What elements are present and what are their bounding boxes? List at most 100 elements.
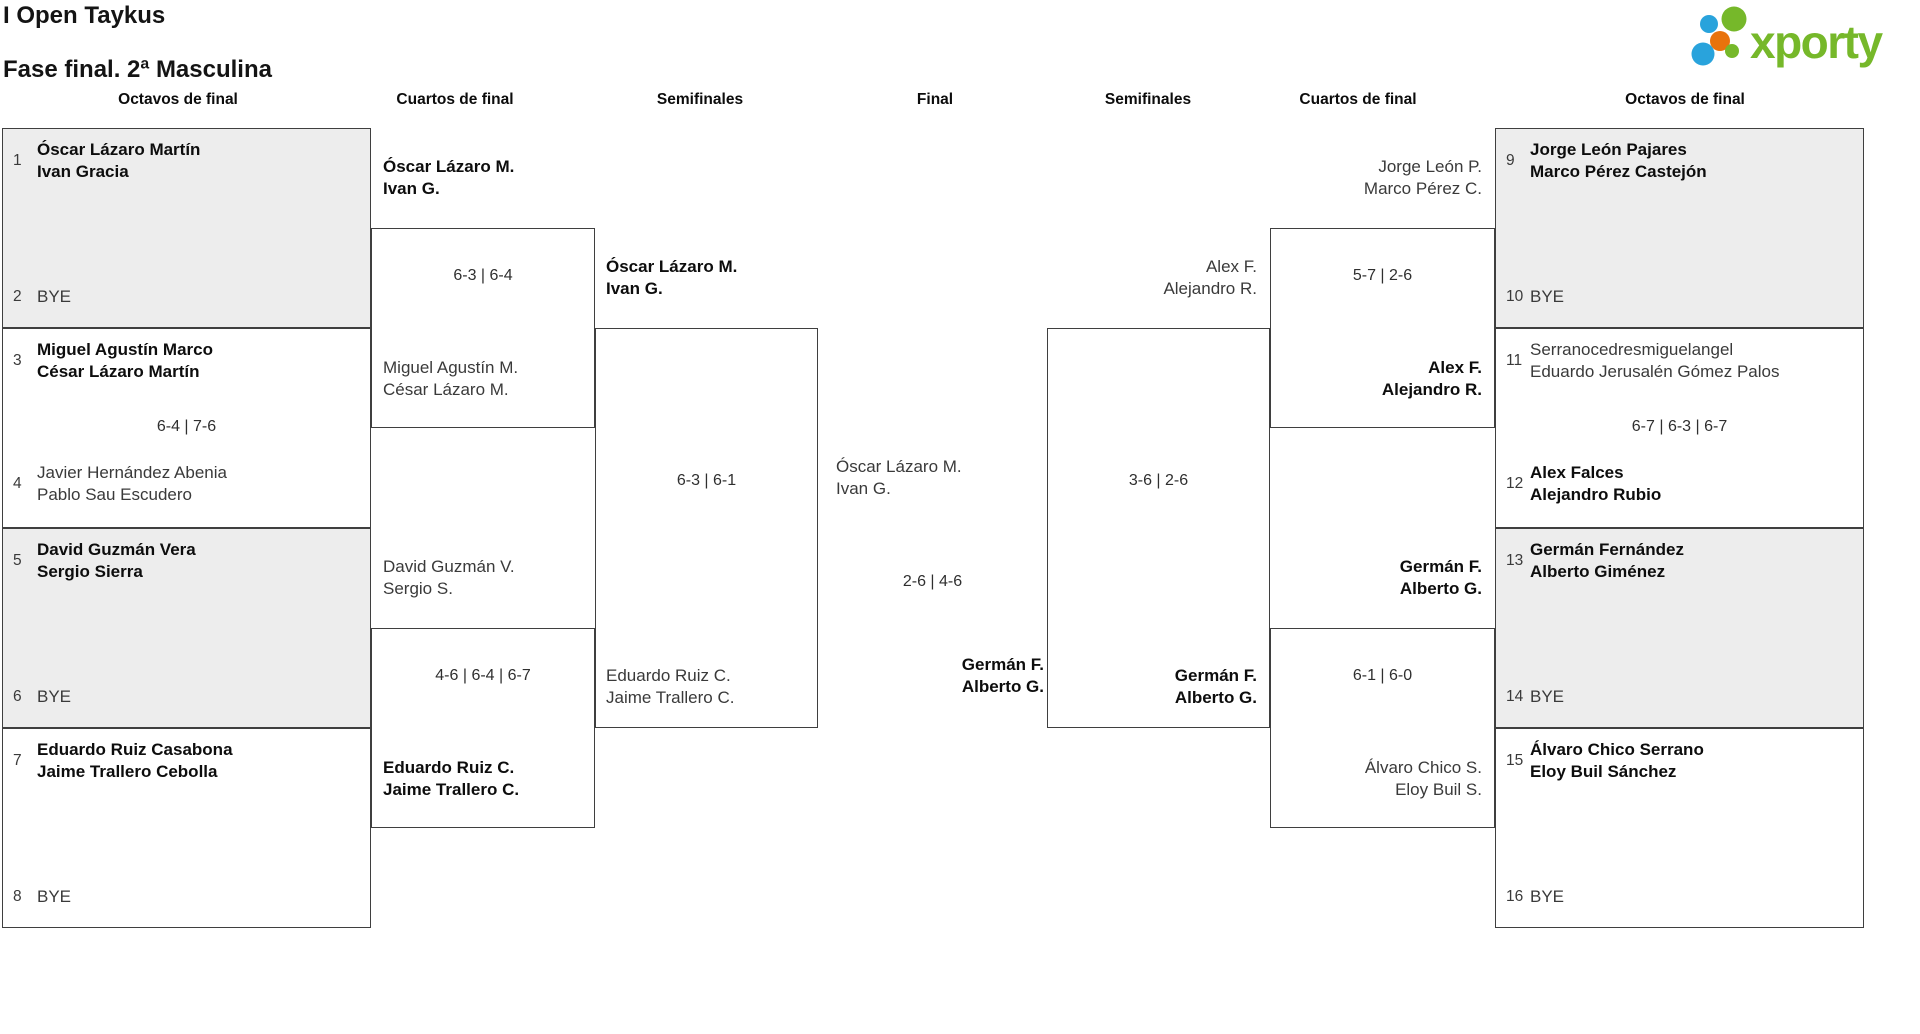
- seed-number: 1: [13, 152, 22, 169]
- player-name: Eduardo Jerusalén Gómez Palos: [1530, 361, 1780, 381]
- cuartos-box-left-2: David Guzmán V. Sergio S. 4-6 | 6-4 | 6-…: [371, 557, 595, 828]
- team-names: BYE: [1530, 886, 1564, 908]
- advancing-team-label: Eduardo Ruiz C. Jaime Trallero C.: [383, 757, 519, 800]
- logo-dot-blue-big: [1691, 42, 1715, 66]
- player-name: Ivan Gracia: [37, 161, 129, 181]
- seed-number: 8: [13, 888, 22, 905]
- team-names: BYE: [37, 686, 71, 708]
- team-names: BYE: [37, 886, 71, 908]
- player-name: Germán F.: [1174, 666, 1257, 685]
- player-name: BYE: [37, 887, 72, 906]
- player-name: Marco Pérez C.: [1363, 178, 1482, 198]
- phase-name: Fase final. 2ª Masculina: [3, 56, 272, 83]
- player-name: Óscar Lázaro M.: [606, 257, 738, 276]
- seed-number: 13: [1506, 552, 1524, 569]
- advancing-team-label: Alex F. Alejandro R.: [1163, 256, 1257, 299]
- match-score: 6-1 | 6-0: [1352, 667, 1413, 684]
- player-name: David Guzmán Vera: [37, 540, 196, 559]
- octavos-box-seeds-15-16: 15 Álvaro Chico Serrano Eloy Buil Sánche…: [1495, 728, 1864, 928]
- player-name: BYE: [37, 287, 72, 306]
- octavos-box-seeds-9-10: 9 Jorge León Pajares Marco Pérez Castejó…: [1495, 128, 1864, 328]
- team-names: Javier Hernández Abenia Pablo Sau Escude…: [37, 462, 227, 505]
- logo-dot-blue-small: [1700, 15, 1718, 33]
- cuartos-box-right-1: Jorge León P. Marco Pérez C. 5-7 | 2-6 A…: [1270, 157, 1495, 428]
- team-names: BYE: [1530, 286, 1564, 308]
- team-slot: 7 Eduardo Ruiz Casabona Jaime Trallero C…: [13, 739, 233, 782]
- advancing-team-label: Miguel Agustín M. César Lázaro M.: [383, 357, 518, 400]
- seed-number: 15: [1506, 752, 1524, 769]
- advancing-team-label: Germán F. Alberto G.: [1400, 556, 1482, 599]
- match-score: 3-6 | 2-6: [1128, 472, 1189, 489]
- round-header-cuartos-left: Cuartos de final: [396, 91, 514, 108]
- player-name: Pablo Sau Escudero: [37, 484, 192, 504]
- player-name: Alberto G.: [1399, 578, 1482, 598]
- advancing-team-label: Álvaro Chico S. Eloy Buil S.: [1365, 757, 1482, 800]
- team-names: Miguel Agustín Marco César Lázaro Martín: [37, 339, 213, 382]
- match-score: 4-6 | 6-4 | 6-7: [435, 667, 531, 684]
- player-name: Jaime Trallero C.: [383, 779, 520, 799]
- player-name: Serranocedresmiguelangel: [1530, 340, 1734, 359]
- match-score: 6-4 | 7-6: [156, 418, 217, 435]
- player-name: Sergio S.: [383, 578, 453, 598]
- player-name: Alejandro Rubio: [1530, 484, 1662, 504]
- team-slot: 10 BYE: [1506, 286, 1564, 308]
- team-slot: 8 BYE: [13, 886, 71, 908]
- seed-number: 10: [1506, 288, 1524, 305]
- seed-number: 11: [1506, 352, 1523, 369]
- team-slot: 5 David Guzmán Vera Sergio Sierra: [13, 539, 196, 582]
- octavos-box-seeds-13-14: 13 Germán Fernández Alberto Giménez 14 B…: [1495, 528, 1864, 728]
- advancing-team-label: Óscar Lázaro M. Ivan G.: [606, 256, 737, 299]
- tournament-name: I Open Taykus: [3, 2, 166, 29]
- seed-number: 4: [13, 475, 22, 492]
- team-names: Álvaro Chico Serrano Eloy Buil Sánchez: [1530, 739, 1704, 782]
- player-name: Jaime Trallero C.: [606, 687, 735, 707]
- seed-number: 6: [13, 688, 22, 705]
- player-name: Germán Fernández: [1530, 540, 1684, 559]
- team-slot: 1 Óscar Lázaro Martín Ivan Gracia: [13, 139, 200, 182]
- player-name: César Lázaro M.: [383, 379, 509, 399]
- player-name: Alex F.: [1205, 257, 1257, 276]
- player-name: Óscar Lázaro Martín: [37, 140, 201, 159]
- team-slot: 15 Álvaro Chico Serrano Eloy Buil Sánche…: [1506, 739, 1704, 782]
- xporty-logo[interactable]: xporty: [1688, 2, 1920, 74]
- semifinal-box-right: Alex F. Alejandro R. 3-6 | 2-6 Germán F.…: [1047, 257, 1270, 728]
- team-slot: 16 BYE: [1506, 886, 1564, 908]
- team-slot: 2 BYE: [13, 286, 71, 308]
- team-names: Eduardo Ruiz Casabona Jaime Trallero Ceb…: [37, 739, 233, 782]
- octavos-box-seeds-5-6: 5 David Guzmán Vera Sergio Sierra 6 BYE: [2, 528, 371, 728]
- player-name: Eduardo Ruiz Casabona: [37, 740, 233, 759]
- player-name: Jorge León Pajares: [1530, 140, 1687, 159]
- octavos-box-seeds-7-8: 7 Eduardo Ruiz Casabona Jaime Trallero C…: [2, 728, 371, 928]
- player-name: BYE: [1530, 887, 1565, 906]
- team-names: Óscar Lázaro Martín Ivan Gracia: [37, 139, 200, 182]
- player-name: Jaime Trallero Cebolla: [37, 761, 218, 781]
- cuartos-box-left-1: Óscar Lázaro M. Ivan G. 6-3 | 6-4 Miguel…: [371, 157, 595, 428]
- seed-number: 7: [13, 752, 22, 769]
- cuartos-box-right-2: Germán F. Alberto G. 6-1 | 6-0 Álvaro Ch…: [1270, 557, 1495, 828]
- advancing-team-label: Jorge León P. Marco Pérez C.: [1364, 156, 1482, 199]
- player-name: Alejandro R.: [1381, 379, 1482, 399]
- seed-number: 12: [1506, 475, 1524, 492]
- team-names: Germán Fernández Alberto Giménez: [1530, 539, 1684, 582]
- octavos-box-seeds-1-2: 1 Óscar Lázaro Martín Ivan Gracia 2 BYE: [2, 128, 371, 328]
- semifinal-box-left: Óscar Lázaro M. Ivan G. 6-3 | 6-1 Eduard…: [595, 257, 818, 728]
- player-name: Sergio Sierra: [37, 561, 143, 581]
- round-header-semis-left: Semifinales: [656, 91, 744, 108]
- player-name: Álvaro Chico S.: [1364, 758, 1482, 777]
- player-name: David Guzmán V.: [383, 557, 515, 576]
- team-names: Jorge León Pajares Marco Pérez Castejón: [1530, 139, 1707, 182]
- seed-number: 5: [13, 552, 22, 569]
- match-score: 6-3 | 6-4: [453, 267, 513, 284]
- match-score: 6-7 | 6-3 | 6-7: [1631, 418, 1728, 435]
- final-score: 2-6 | 4-6: [902, 573, 963, 590]
- player-name: BYE: [1530, 687, 1565, 706]
- team-names: Serranocedresmiguelangel Eduardo Jerusal…: [1530, 339, 1779, 382]
- advancing-team-label: Germán F. Alberto G.: [1175, 665, 1257, 708]
- match-score: 5-7 | 2-6: [1352, 267, 1413, 284]
- player-name: Eduardo Ruiz C.: [606, 666, 731, 685]
- team-names: BYE: [1530, 686, 1564, 708]
- team-slot: 11 Serranocedresmiguelangel Eduardo Jeru…: [1506, 339, 1779, 382]
- finalist-team-right: Germán F. Alberto G.: [818, 654, 1044, 697]
- octavos-box-seeds-3-4: 3 Miguel Agustín Marco César Lázaro Mart…: [2, 328, 371, 528]
